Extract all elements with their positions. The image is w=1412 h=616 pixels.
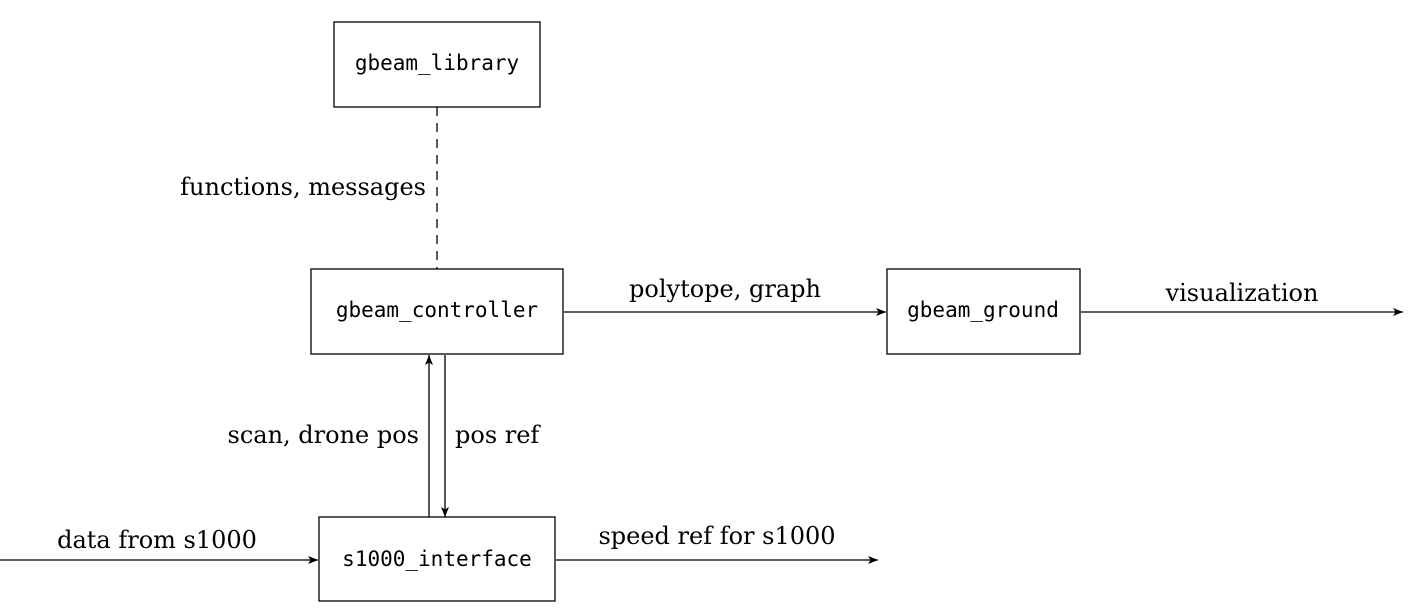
edge-label-functions-messages: functions, messages xyxy=(180,173,426,201)
node-s1000-interface: s1000_interface xyxy=(318,516,556,602)
node-label-ground: gbeam_ground xyxy=(907,298,1059,322)
node-gbeam-controller: gbeam_controller xyxy=(310,268,564,355)
edge-label-scan-drone-pos: scan, drone pos xyxy=(228,421,419,449)
edge-label-pos-ref: pos ref xyxy=(455,421,541,449)
node-gbeam-library: gbeam_library xyxy=(333,21,541,108)
edge-label-polytope-graph: polytope, graph xyxy=(629,275,821,303)
edge-label-speed-ref: speed ref for s1000 xyxy=(598,522,835,550)
edge-label-visualization: visualization xyxy=(1165,279,1319,307)
node-label-library: gbeam_library xyxy=(355,51,519,75)
node-label-controller: gbeam_controller xyxy=(336,298,538,322)
edge-label-data-from-s1000: data from s1000 xyxy=(57,526,257,554)
node-label-interface: s1000_interface xyxy=(342,547,532,571)
node-gbeam-ground: gbeam_ground xyxy=(886,268,1081,355)
